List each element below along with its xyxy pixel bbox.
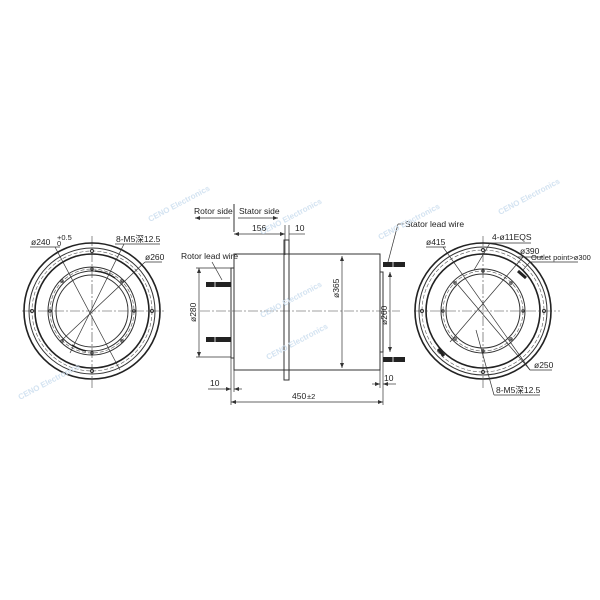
right-bore-label: ø250 [534, 360, 554, 370]
left-holes-label: 8-M5深12.5 [116, 234, 161, 244]
left-end-view: ø240 +0.5 0 8-M5深12.5 ø260 [22, 233, 166, 388]
dim-left-10: 10 [210, 378, 220, 388]
dim-total-tol: ±2 [307, 392, 315, 401]
rotor-side-label: Rotor side [194, 206, 233, 216]
dim-total-450: 450 [292, 391, 306, 401]
watermark: CENO Electronics [259, 279, 324, 319]
outlet-point-label: Outlet point>ø300 [531, 253, 591, 262]
dim-right-10: 10 [384, 373, 394, 383]
left-bore-tol-lower: 0 [57, 239, 61, 248]
watermark: CENO Electronics [497, 176, 562, 216]
stator-lead-wire-label: Stator lead wire [405, 219, 464, 229]
right-pcd-label: ø390 [520, 246, 540, 256]
side-view: Rotor side Stator side 156 10 Rotor lead… [181, 204, 464, 405]
watermark: CENO Electronics [265, 321, 330, 361]
right-od-label: ø415 [426, 237, 446, 247]
stator-lead-wires [383, 262, 405, 362]
watermark: CENO Electronics [17, 361, 82, 401]
rotor-lead-wires [206, 282, 231, 342]
right-end-view: ø415 4-ø11EQS ø390 Outlet point>ø300 ø25… [414, 232, 591, 396]
left-bore-label: ø240 [31, 237, 51, 247]
right-mount-holes-label: 4-ø11EQS [492, 232, 532, 242]
rotor-lead-wire-label: Rotor lead wire [181, 251, 238, 261]
left-bore-tol-upper: +0.5 [57, 233, 72, 242]
left-pcd-label: ø260 [145, 252, 165, 262]
dia-280: ø280 [188, 302, 198, 322]
dia-260-stator: ø260 [379, 305, 389, 325]
dim-156: 156 [252, 223, 266, 233]
dim-flange-10: 10 [295, 223, 305, 233]
watermark: CENO Electronics [259, 196, 324, 236]
dia-365: ø365 [331, 278, 341, 298]
stator-side-label: Stator side [239, 206, 280, 216]
right-holes-label: 8-M5深12.5 [496, 385, 541, 395]
